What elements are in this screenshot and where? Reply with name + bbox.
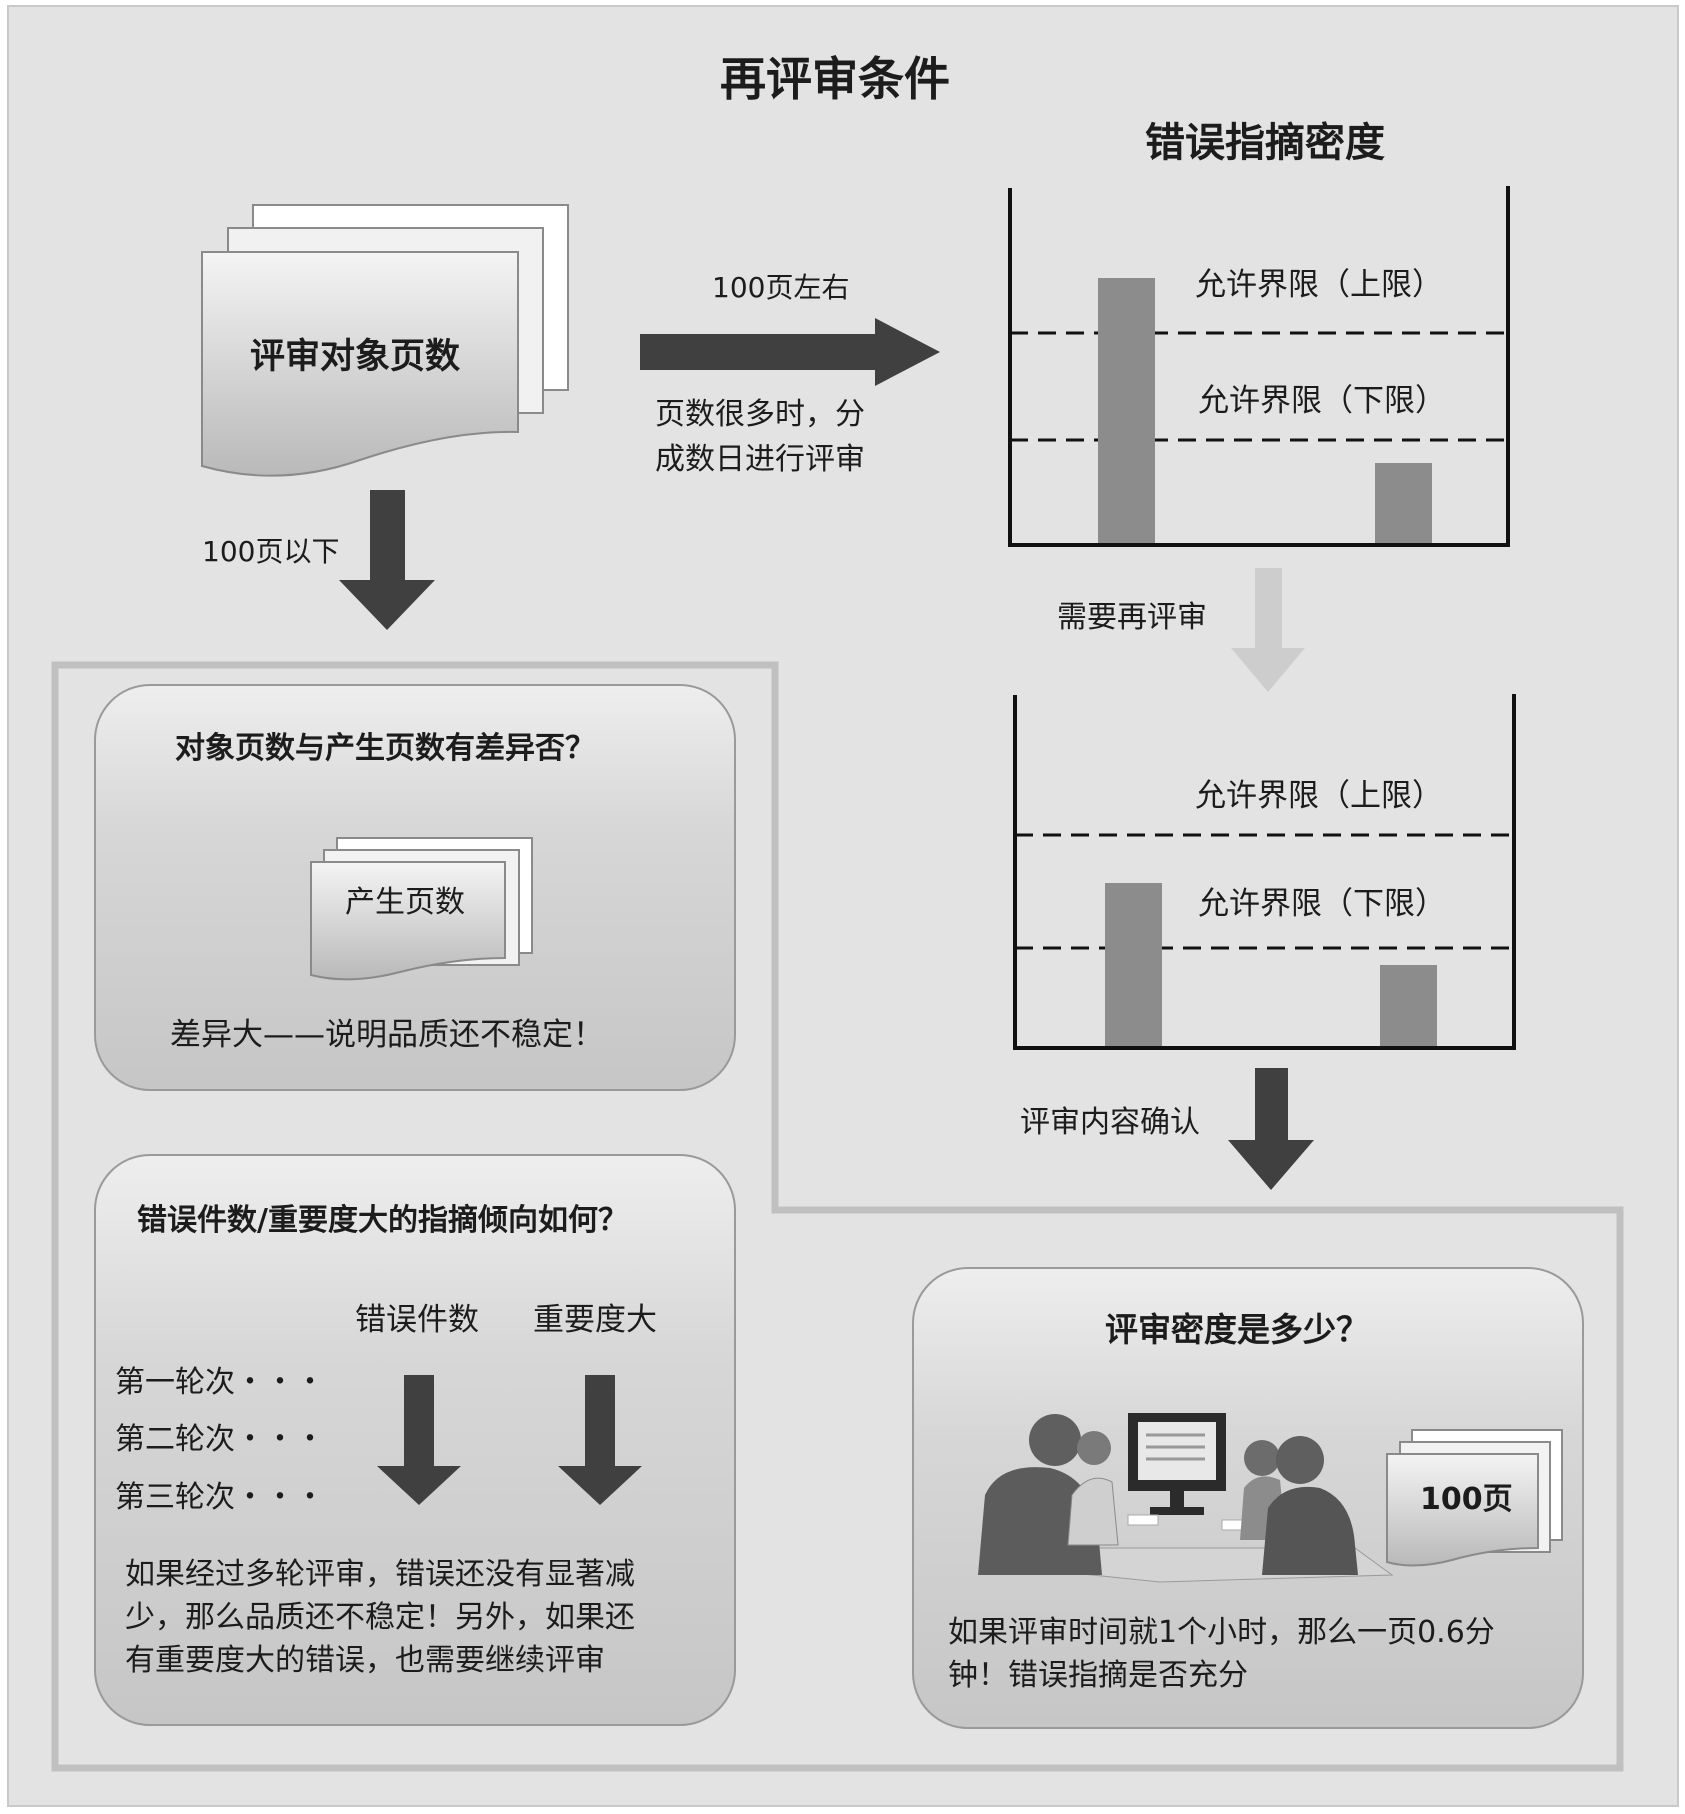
round-1-label: 第一轮次・・・ <box>115 1365 325 1400</box>
density-title: 错误指摘密度 <box>1145 120 1385 166</box>
box-density-note-line2: 钟！错误指摘是否充分 <box>948 1658 1248 1693</box>
down-arrow-label: 100页以下 <box>202 535 340 568</box>
round-3-label: 第三轮次・・・ <box>115 1480 325 1515</box>
produced-pages-label: 产生页数 <box>345 885 465 920</box>
chart2-bar-left <box>1105 883 1162 1046</box>
chart2-upper-limit-label: 允许界限（上限） <box>1195 778 1443 814</box>
down-arrow-100-pages <box>339 490 435 630</box>
inner-frame <box>51 661 1624 1772</box>
chart1-bar-high <box>1098 278 1155 543</box>
hundred-pages-label: 100页 <box>1420 1482 1513 1517</box>
review-pages-document-icon <box>201 204 569 477</box>
right-arrow <box>640 318 940 386</box>
chart2-lower-limit-label: 允许界限（下限） <box>1198 886 1446 922</box>
box-errors-note-line3: 有重要度大的错误，也需要继续评审 <box>125 1643 605 1678</box>
density-chart-1 <box>1008 186 1510 547</box>
box-errors-note-line1: 如果经过多轮评审，错误还没有显著减 <box>125 1557 635 1592</box>
confirm-arrow <box>1228 1068 1314 1190</box>
rereview-arrow <box>1231 568 1305 692</box>
chart2-bar-right <box>1380 965 1437 1046</box>
confirm-label: 评审内容确认 <box>1020 1105 1200 1140</box>
arrow-note-line2: 成数日进行评审 <box>655 442 865 477</box>
meeting-people-icon <box>978 1413 1394 1583</box>
chart1-bar-low <box>1375 463 1432 543</box>
chart1-upper-limit-label: 允许界限（上限） <box>1195 267 1443 303</box>
density-chart-2 <box>1013 694 1516 1050</box>
chart1-lower-limit-label: 允许界限（下限） <box>1198 383 1446 419</box>
box-pages-title: 对象页数与产生页数有差异否？ <box>175 731 595 766</box>
box-errors-note-line2: 少，那么品质还不稳定！另外，如果还 <box>125 1600 635 1635</box>
review-pages-label: 评审对象页数 <box>250 337 461 377</box>
box-pages-note: 差异大——说明品质还不稳定！ <box>170 1017 604 1053</box>
rereview-label: 需要再评审 <box>1057 600 1207 635</box>
box-errors-title: 错误件数/重要度大的指摘倾向如何？ <box>137 1203 628 1238</box>
severity-down-arrow <box>558 1375 642 1505</box>
produced-pages-document-icon <box>310 837 533 981</box>
errors-count-down-arrow <box>377 1375 461 1505</box>
page-title: 再评审条件 <box>720 52 950 106</box>
arrow-label-100-pages: 100页左右 <box>712 271 850 304</box>
box-density-title: 评审密度是多少？ <box>1105 1310 1369 1349</box>
arrow-note-line1: 页数很多时，分 <box>655 397 865 432</box>
round-2-label: 第二轮次・・・ <box>115 1422 325 1457</box>
hundred-pages-document-icon <box>1386 1429 1563 1567</box>
box-density-note-line1: 如果评审时间就1个小时，那么一页0.6分 <box>948 1615 1495 1650</box>
errors-count-header: 错误件数 <box>355 1302 479 1338</box>
severity-header: 重要度大 <box>533 1302 657 1338</box>
